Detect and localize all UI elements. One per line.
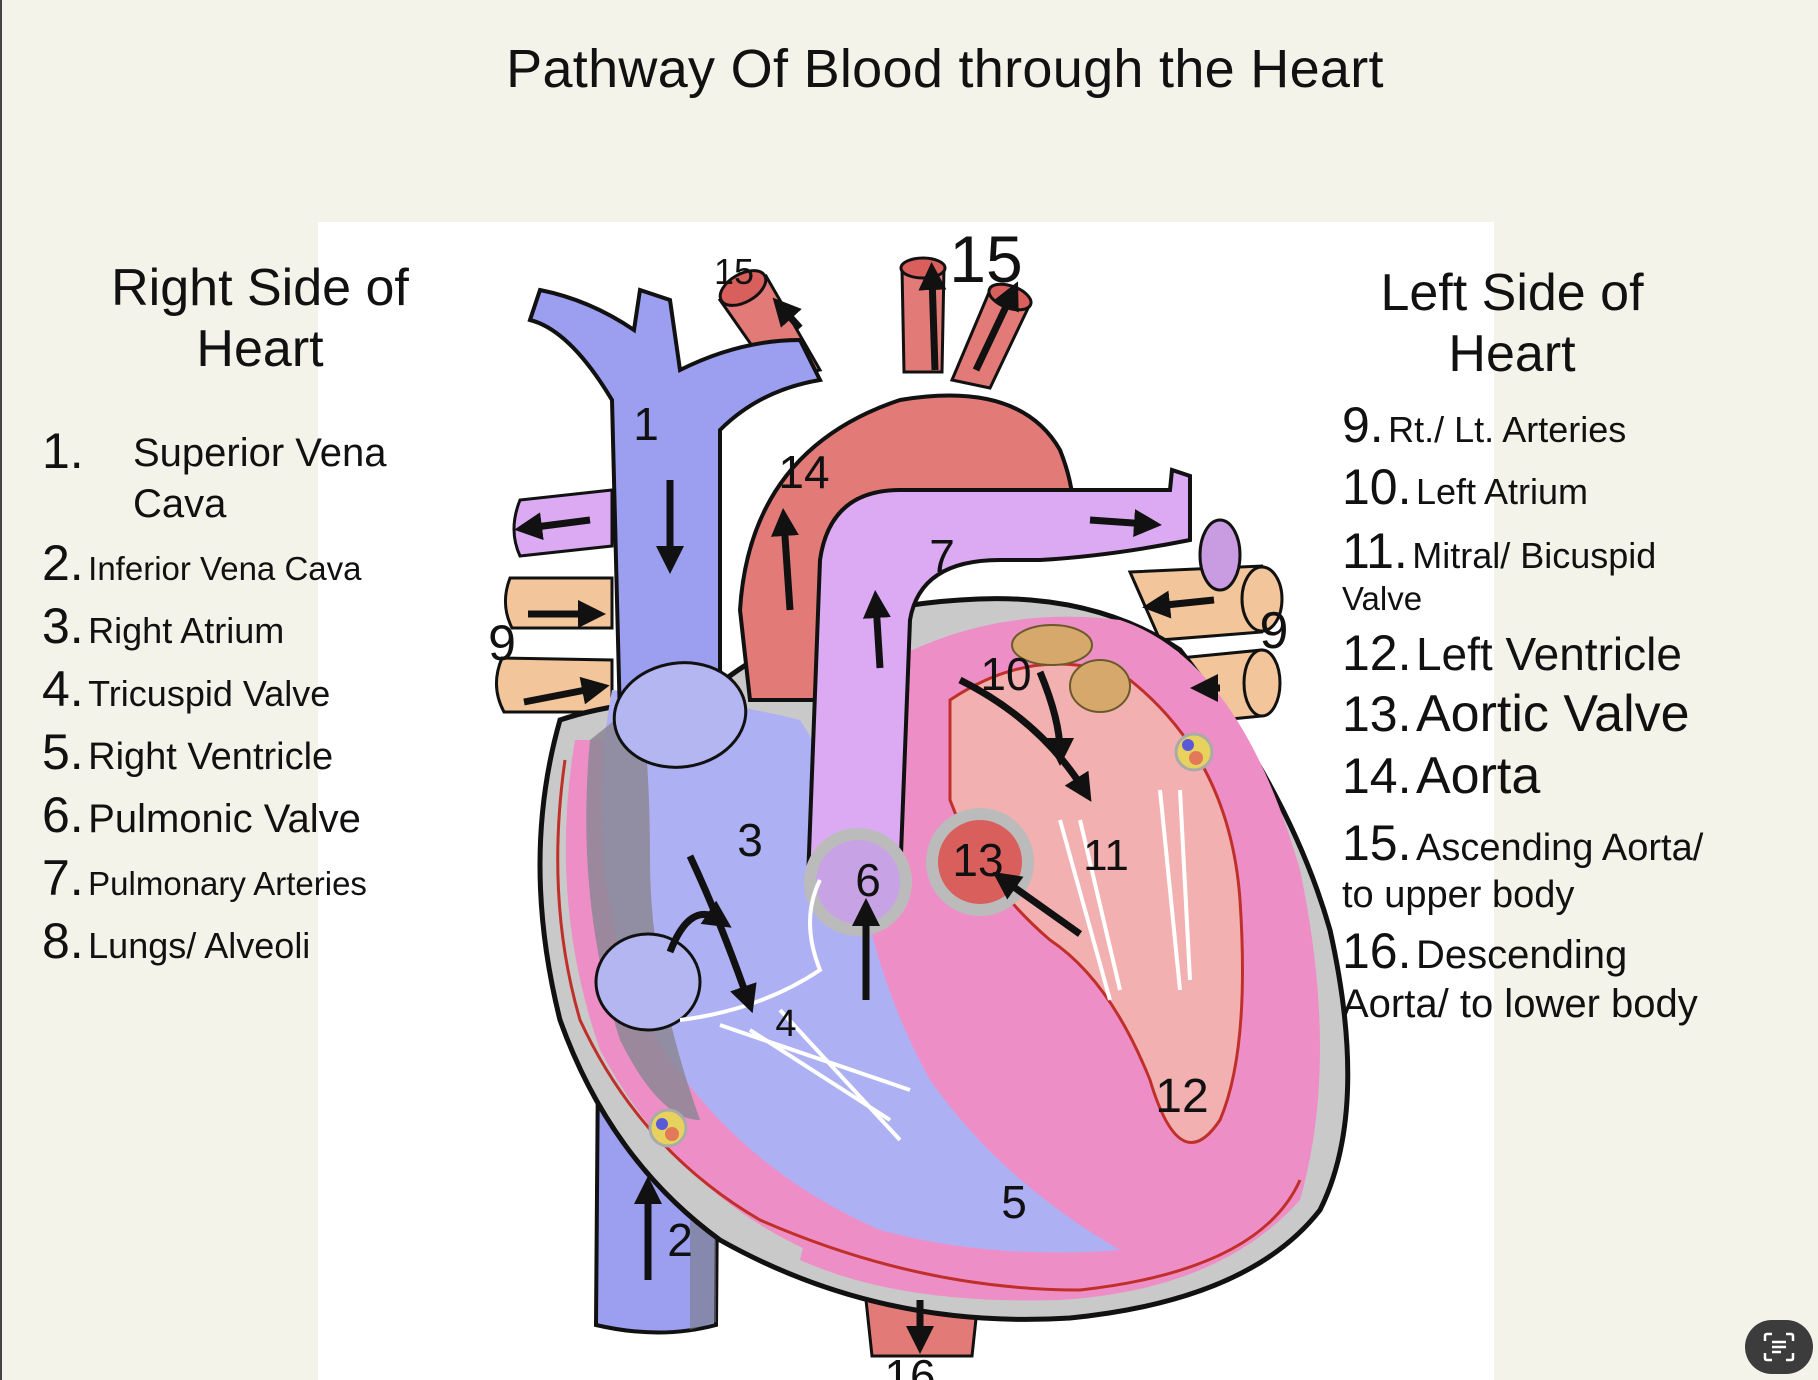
legend-label: Tricuspid Valve <box>88 673 331 714</box>
right-side-heading-line2: Heart <box>196 320 324 378</box>
endocardium-line <box>556 759 1302 1292</box>
text-scan-icon <box>1763 1332 1795 1362</box>
legend-num: 5. <box>42 724 84 780</box>
legend-label: Left Ventricle <box>1415 628 1682 680</box>
legend-label: Right Ventricle <box>88 736 334 778</box>
legend-item-16-line2: Aorta/ to lower body <box>1342 982 1698 1026</box>
diagram-label-4: 4 <box>775 1003 796 1045</box>
diagram-label-5: 5 <box>1001 1176 1027 1228</box>
legend-item-9: 9. Rt./ Lt. Arteries <box>1342 396 1626 454</box>
diagram-label-11: 11 <box>1083 831 1129 880</box>
diagram-label-12: 12 <box>1155 1070 1208 1123</box>
diagram-label-3: 3 <box>737 814 763 866</box>
legend-label-line2: Cava <box>133 482 227 526</box>
flow-arrows <box>514 262 1220 1354</box>
legend-label: Pulmonary Arteries <box>88 865 367 902</box>
legend-label: Lungs/ Alveoli <box>88 925 311 966</box>
left-atrium-vessel-2 <box>1069 659 1131 713</box>
diagram-label-9a: 9 <box>488 615 516 671</box>
legend-num: 1. <box>42 423 84 479</box>
page-title: Pathway Of Blood through the Heart <box>506 39 1384 99</box>
legend-num: 4. <box>42 661 84 717</box>
legend-item-15: 15. Ascending Aorta/ <box>1342 814 1703 872</box>
right-side-heading-line1: Right Side of <box>111 259 409 317</box>
svc-opening <box>612 661 748 769</box>
legend-num: 10. <box>1342 459 1412 515</box>
legend-num: 16. <box>1342 923 1412 979</box>
legend-item-13: 13. Aortic Valve <box>1342 684 1690 744</box>
legend-item-1-label: Superior Vena Cava <box>133 428 387 530</box>
legend-item-15-line2: to upper body <box>1342 874 1575 916</box>
diagram-label-7: 7 <box>929 530 955 582</box>
diagram-label-6: 6 <box>855 854 881 906</box>
legend-item-14: 14. Aorta <box>1342 746 1540 806</box>
diagram-label-13: 13 <box>952 834 1003 886</box>
legend-item-1: 1. <box>42 422 84 480</box>
chordae-tendineae <box>679 789 1192 1142</box>
legend-label: Left Atrium <box>1415 471 1589 512</box>
legend-num: 6. <box>42 787 84 843</box>
legend-num: 14. <box>1342 748 1412 804</box>
legend-item-11: 11. Mitral/ Bicuspid <box>1342 522 1656 580</box>
text-scan-button[interactable] <box>1745 1320 1813 1374</box>
legend-label: Aortic Valve <box>1415 685 1690 743</box>
legend-label: Inferior Vena Cava <box>88 550 362 587</box>
legend-item-2: 2. Inferior Vena Cava <box>42 534 362 592</box>
right-heart-chamber <box>600 690 1120 1253</box>
superior-vena-cava <box>527 287 823 722</box>
diagram-label-1: 1 <box>633 398 659 450</box>
legend-label: Ascending Aorta/ <box>1415 827 1704 869</box>
diagram-label-10: 10 <box>980 648 1031 700</box>
legend-item-4: 4. Tricuspid Valve <box>42 660 330 718</box>
legend-num: 2. <box>42 535 84 591</box>
legend-label: Pulmonic Valve <box>88 797 361 841</box>
diagram-label-9b: 9 <box>1260 602 1289 660</box>
legend-item-12: 12. Left Ventricle <box>1342 624 1682 682</box>
legend-label: Mitral/ Bicuspid <box>1412 535 1657 576</box>
legend-item-10: 10. Left Atrium <box>1342 458 1588 516</box>
legend-num: 3. <box>42 598 84 654</box>
coronary-sinus <box>594 932 702 1032</box>
pulmonary-artery <box>805 467 1192 882</box>
legend-item-3: 3. Right Atrium <box>42 597 284 655</box>
legend-num: 11. <box>1342 523 1408 579</box>
legend-item-6: 6. Pulmonic Valve <box>42 786 361 844</box>
legend-label: Right Atrium <box>88 610 285 651</box>
legend-num: 15. <box>1342 815 1412 871</box>
legend-label: Descending <box>1415 933 1628 977</box>
left-side-heading-line1: Left Side of <box>1380 264 1644 322</box>
legend-label: Rt./ Lt. Arteries <box>1388 409 1627 450</box>
diagram-label-15b: 15 <box>949 222 1022 296</box>
pulmonic-valve <box>804 828 912 936</box>
left-side-heading: Left Side of Heart <box>1312 263 1712 385</box>
legend-num: 7. <box>42 850 84 906</box>
legend-item-16: 16. Descending <box>1342 922 1627 980</box>
legend-item-5: 5. Right Ventricle <box>42 723 333 781</box>
left-atrium-vessel-1 <box>1011 624 1093 666</box>
diagram-label-15a: 15 <box>714 251 754 292</box>
diagram-label-14: 14 <box>778 446 829 498</box>
diagram-label-2: 2 <box>667 1214 693 1266</box>
legend-label-line1: Superior Vena <box>133 431 387 475</box>
legend-num: 8. <box>42 913 84 969</box>
right-side-heading: Right Side of Heart <box>60 258 460 380</box>
coronary-vessel-left <box>1174 732 1214 772</box>
pulmonary-artery-left-end <box>1198 518 1242 592</box>
left-side-heading-line2: Heart <box>1448 325 1576 383</box>
window-edge <box>0 0 2 1380</box>
legend-num: 12. <box>1342 625 1412 681</box>
legend-label: Aorta <box>1415 747 1541 805</box>
legend-item-8: 8. Lungs/ Alveoli <box>42 912 310 970</box>
legend-item-11-line2: Valve <box>1342 580 1423 617</box>
coronary-vessel-right <box>648 1108 688 1148</box>
diagram-label-16: 16 <box>884 1350 935 1380</box>
legend-num: 13. <box>1342 686 1412 742</box>
legend-num: 9. <box>1342 397 1384 453</box>
legend-item-7: 7. Pulmonary Arteries <box>42 849 367 907</box>
